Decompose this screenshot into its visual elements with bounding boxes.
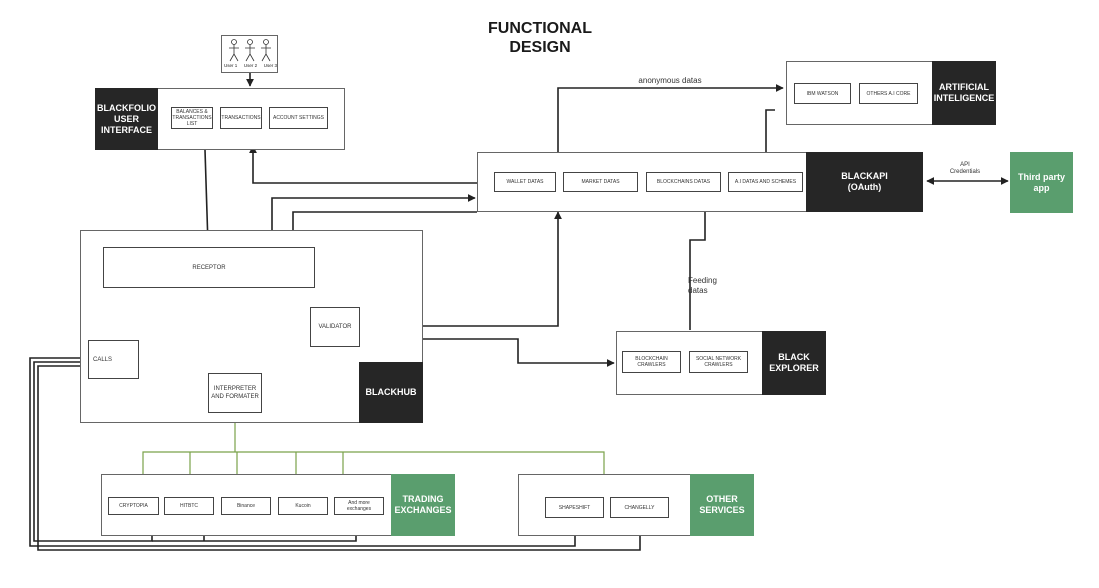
explorer-to-api-arrow	[689, 196, 709, 330]
user-1-label: User 1	[224, 63, 238, 68]
blackapi-label: BLACKAPI (OAuth)	[806, 152, 923, 212]
ui-balances-box[interactable]: BALANCES & TRANSACTIONS LIST	[171, 107, 213, 129]
users-box: User 1 User 2 User 3	[221, 35, 278, 73]
title-line-1: FUNCTIONAL	[488, 20, 592, 37]
other-services-label: OTHER SERVICES	[690, 474, 754, 536]
trading-name-line-1: TRADING	[402, 494, 444, 504]
ai-to-api-arrow	[762, 109, 775, 171]
market-datas-box[interactable]: MARKET DATAS	[563, 172, 638, 192]
other-ai-core-box[interactable]: OTHERS A.I CORE	[859, 83, 918, 104]
exchange-kucoin[interactable]: Kucoin	[278, 497, 328, 515]
feeding-line-2: datas	[688, 286, 708, 295]
calls-loop-line-3	[37, 365, 644, 551]
receptor-box[interactable]: RECEPTOR	[103, 247, 315, 288]
wallet-datas-box[interactable]: WALLET DATAS	[494, 172, 556, 192]
ui-transactions-box[interactable]: TRANSACTIONS	[220, 107, 262, 129]
ai-label: ARTIFICIAL INTELIGENCE	[932, 61, 996, 125]
ai-datas-box[interactable]: A.I DATAS AND SCHEMES	[728, 172, 803, 192]
explorer-name-line-1: BLACK	[778, 352, 810, 362]
api-to-ai-arrow	[557, 84, 784, 152]
blockchain-crawlers-box[interactable]: BLOCKCHAIN CRAWLERS	[622, 351, 681, 373]
interp-line-1: INTERPRETER	[213, 386, 257, 392]
third-party-line-2: app	[1033, 182, 1050, 193]
blackfolio-ui-label: BLACKFOLIO USER INTERFACE	[95, 88, 158, 150]
api-credentials-label: API Credentials	[940, 162, 990, 176]
interp-line-2: AND FORMATER	[211, 394, 259, 400]
title-line-2: DESIGN	[509, 39, 571, 56]
trading-name-line-2: EXCHANGES	[394, 505, 452, 515]
api-cred-line-1: API	[960, 162, 970, 168]
api-name-line-1: BLACKAPI	[841, 171, 888, 181]
ui-name-line-1: BLACKFOLIO	[97, 102, 156, 113]
third-party-app[interactable]: Third party app	[1010, 152, 1073, 213]
api-name-line-2: (OAuth)	[847, 182, 882, 192]
user-3-label: User 3	[263, 63, 277, 68]
other-name-line-2: SERVICES	[699, 505, 745, 515]
user-2-label: User 2	[243, 63, 258, 68]
ui-name-line-3: INTERFACE	[100, 124, 152, 135]
api-to-ui-arrow	[249, 145, 477, 184]
service-shapeshift[interactable]: SHAPESHIFT	[545, 497, 604, 518]
service-changelly[interactable]: CHANGELLY	[610, 497, 669, 518]
calls-box[interactable]: CALLS	[88, 340, 139, 379]
api-cred-line-2: Credentials	[949, 169, 981, 175]
third-party-line-1: Third party	[1017, 171, 1065, 182]
exchanges-bus-line	[142, 451, 605, 494]
ai-name-line-2: INTELIGENCE	[933, 93, 995, 103]
validator-to-api-arrow	[360, 211, 562, 327]
ibm-watson-box[interactable]: IBM WATSON	[794, 83, 851, 104]
validator-box[interactable]: VALIDATOR	[310, 307, 360, 347]
blockchains-datas-box[interactable]: BLOCKCHAINS DATAS	[646, 172, 721, 192]
black-explorer-label: BLACK EXPLORER	[762, 331, 826, 395]
exchange-cryptopia[interactable]: CRYPTOPIA	[108, 497, 159, 515]
page-title: FUNCTIONAL DESIGN	[470, 19, 610, 57]
social-network-crawlers-box[interactable]: SOCIAL NETWORK CRAWLERS	[689, 351, 748, 373]
exchange-more[interactable]: And more exchanges	[334, 497, 384, 515]
blackhub-label: BLACKHUB	[359, 362, 423, 423]
ui-to-receptor-arrow	[203, 149, 212, 246]
ai-name-line-1: ARTIFICIAL	[938, 82, 989, 92]
explorer-name-line-2: EXPLORER	[769, 363, 819, 373]
ui-name-line-2: USER	[113, 113, 139, 124]
trading-exchanges-label: TRADING EXCHANGES	[391, 474, 455, 536]
validator-to-explorer-arrow	[360, 338, 615, 367]
anonymous-datas-label: anonymous datas	[638, 76, 702, 85]
feeding-datas-label: Feeding datas	[688, 276, 732, 296]
calls-loop-line-1	[29, 357, 579, 547]
feeding-line-1: Feeding	[688, 276, 717, 285]
ui-account-settings-box[interactable]: ACCOUNT SETTINGS	[269, 107, 328, 129]
exchange-hitbtc[interactable]: HITBTC	[164, 497, 214, 515]
interpreter-box[interactable]: INTERPRETER AND FORMATER	[208, 373, 262, 413]
user-icons	[229, 39, 271, 62]
exchange-binance[interactable]: Binance	[221, 497, 271, 515]
other-name-line-1: OTHER	[706, 494, 738, 504]
